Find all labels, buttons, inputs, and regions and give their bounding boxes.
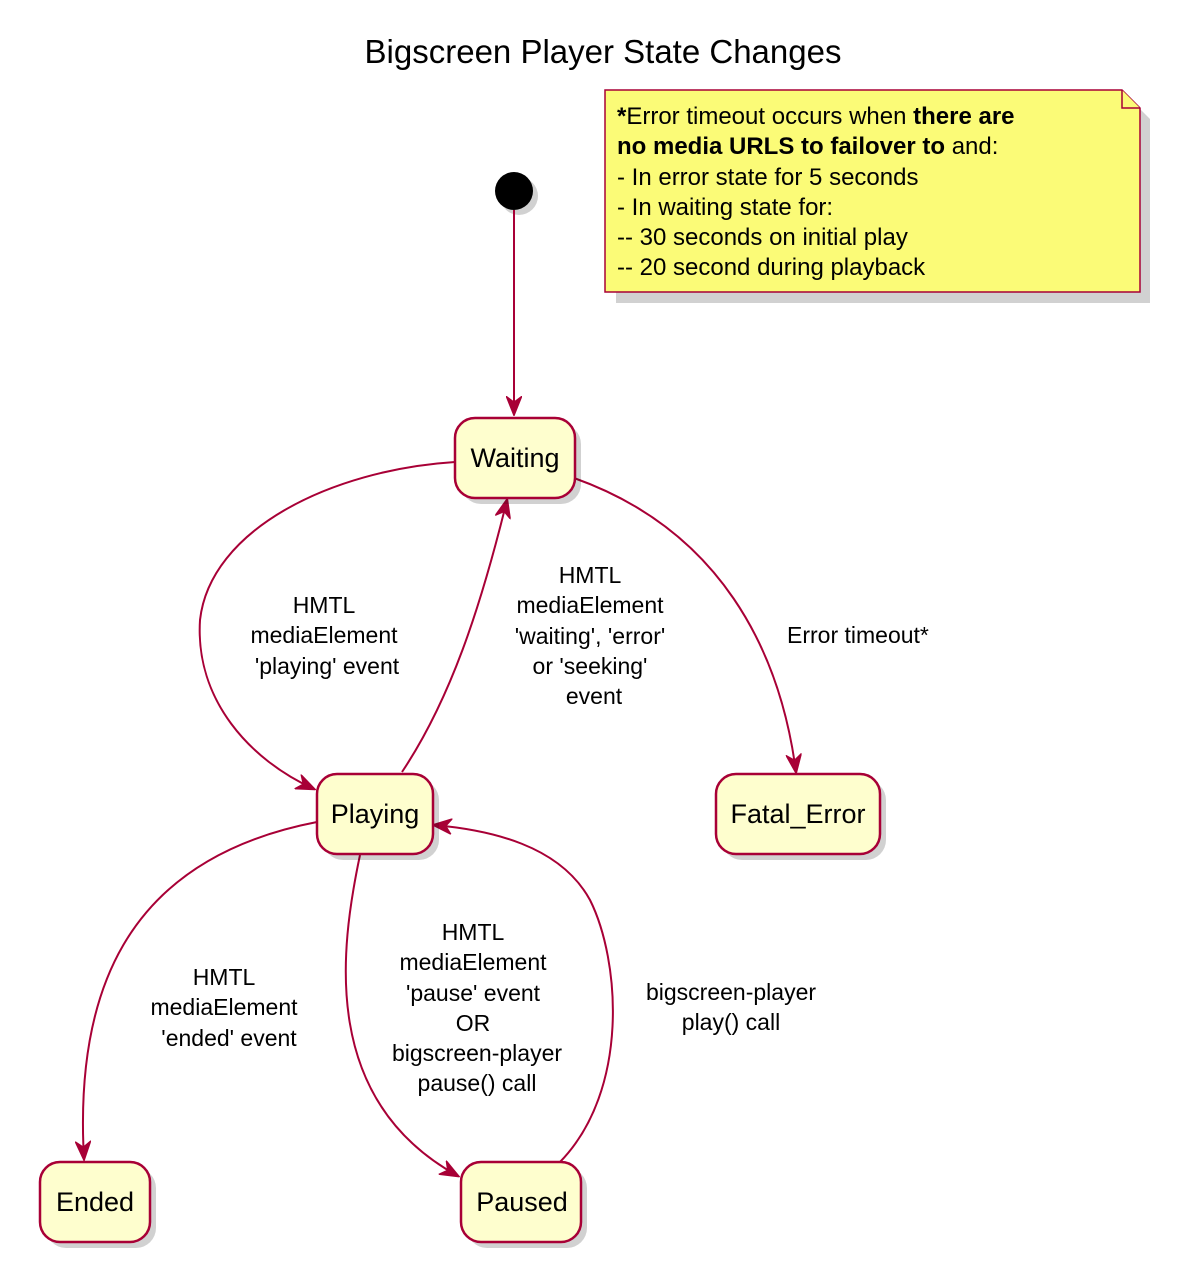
diagram-title: Bigscreen Player State Changes bbox=[365, 33, 842, 70]
label-paused-to-playing-line-1: bigscreen-player bbox=[646, 979, 816, 1005]
timeout-note: *Error timeout occurs when there are no … bbox=[604, 89, 1150, 303]
initial-state-dot bbox=[495, 172, 533, 210]
label-playing-to-ended-line-1: HMTL bbox=[193, 964, 256, 990]
label-playing-to-waiting-line-5: event bbox=[566, 683, 623, 709]
label-playing-to-ended: HMTL mediaElement 'ended' event bbox=[150, 964, 298, 1051]
state-fatal-error: Fatal_Error bbox=[714, 772, 886, 860]
label-playing-to-waiting-line-2: mediaElement bbox=[516, 592, 664, 618]
state-paused: Paused bbox=[459, 1160, 587, 1248]
label-waiting-to-playing-line-1: HMTL bbox=[293, 592, 356, 618]
label-playing-to-paused-line-4: OR bbox=[456, 1010, 491, 1036]
note-line-3: - In error state for 5 seconds bbox=[617, 164, 918, 191]
label-waiting-to-fatal-line-1: Error timeout* bbox=[787, 622, 929, 648]
note-line-2: no media URLS to failover to and: bbox=[617, 133, 998, 160]
label-playing-to-waiting-line-1: HMTL bbox=[559, 562, 622, 588]
state-ended-label: Ended bbox=[56, 1187, 134, 1217]
label-paused-to-playing: bigscreen-player play() call bbox=[646, 979, 816, 1035]
note-line-5: -- 30 seconds on initial play bbox=[617, 224, 908, 251]
label-playing-to-paused-line-2: mediaElement bbox=[399, 949, 547, 975]
label-waiting-to-playing: HMTL mediaElement 'playing' event bbox=[250, 592, 399, 679]
label-playing-to-waiting-line-3: 'waiting', 'error' bbox=[515, 623, 666, 649]
edge-playing-to-paused bbox=[344, 854, 458, 1176]
label-playing-to-ended-line-2: mediaElement bbox=[150, 994, 298, 1020]
note-line-6: -- 20 second during playback bbox=[617, 254, 926, 281]
label-playing-to-ended-line-3: 'ended' event bbox=[161, 1025, 297, 1051]
note-line-2-bold: no media URLS to failover to bbox=[617, 133, 945, 160]
note-line-1-bold: there are bbox=[913, 103, 1014, 130]
label-waiting-to-playing-line-2: mediaElement bbox=[250, 622, 398, 648]
state-waiting: Waiting bbox=[453, 416, 581, 504]
state-fatal-error-label: Fatal_Error bbox=[730, 799, 865, 829]
label-playing-to-waiting: HMTL mediaElement 'waiting', 'error' or … bbox=[515, 562, 666, 709]
label-playing-to-paused: HMTL mediaElement 'pause' event OR bigsc… bbox=[392, 919, 562, 1096]
state-playing: Playing bbox=[315, 772, 439, 860]
state-ended: Ended bbox=[38, 1160, 156, 1248]
state-playing-label: Playing bbox=[331, 799, 420, 829]
edge-playing-to-ended bbox=[83, 821, 318, 1159]
state-paused-label: Paused bbox=[476, 1187, 568, 1217]
label-waiting-to-playing-line-3: 'playing' event bbox=[255, 653, 400, 679]
note-line-2-normal: and: bbox=[945, 133, 998, 160]
edge-playing-to-waiting bbox=[401, 500, 507, 773]
label-playing-to-paused-line-1: HMTL bbox=[442, 919, 505, 945]
edge-waiting-to-fatal bbox=[573, 477, 796, 772]
note-line-1-normal: Error timeout occurs when bbox=[626, 103, 913, 130]
note-line-1: *Error timeout occurs when there are bbox=[617, 103, 1015, 130]
edge-waiting-to-playing bbox=[198, 461, 456, 789]
label-playing-to-waiting-line-4: or 'seeking' bbox=[533, 653, 648, 679]
edge-paused-to-playing bbox=[434, 825, 614, 1163]
label-playing-to-paused-line-5: bigscreen-player bbox=[392, 1040, 562, 1066]
label-paused-to-playing-line-2: play() call bbox=[682, 1009, 780, 1035]
label-playing-to-paused-line-6: pause() call bbox=[418, 1070, 537, 1096]
label-playing-to-paused-line-3: 'pause' event bbox=[406, 980, 541, 1006]
label-waiting-to-fatal: Error timeout* bbox=[787, 622, 929, 648]
note-star: * bbox=[617, 103, 627, 130]
state-waiting-label: Waiting bbox=[470, 443, 559, 473]
note-line-4: - In waiting state for: bbox=[617, 194, 833, 221]
